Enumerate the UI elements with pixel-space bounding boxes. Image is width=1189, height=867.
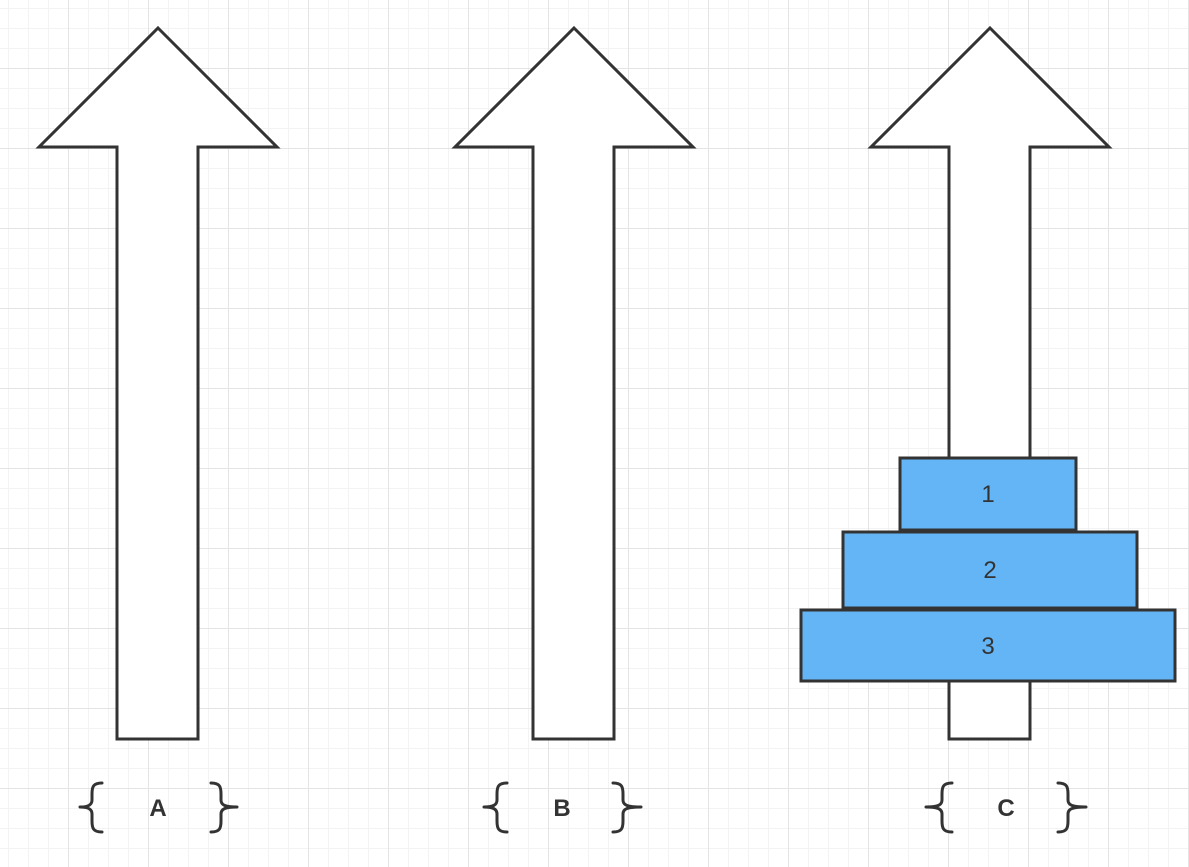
disk-1-body[interactable] (898, 456, 1078, 532)
disk-3[interactable]: 3 (799, 608, 1177, 683)
peg-a-label: A (149, 795, 166, 822)
peg-b: B (451, 25, 697, 834)
disk-2-label: 2 (983, 557, 996, 584)
disk-2-body[interactable] (841, 530, 1139, 610)
disk-3-label: 3 (981, 633, 994, 660)
peg-a-left-brace-icon (78, 781, 104, 834)
peg-c-up-arrow-icon[interactable] (867, 25, 1113, 741)
peg-b-left-brace-icon (482, 781, 509, 834)
peg-b-label: B (553, 795, 570, 822)
disk-3-body[interactable] (799, 608, 1177, 683)
disk-1-label: 1 (981, 481, 994, 508)
peg-b-up-arrow-icon[interactable] (451, 25, 697, 741)
disk-2[interactable]: 2 (841, 530, 1139, 610)
peg-b-right-brace-icon (611, 781, 643, 834)
peg-c-label: C (997, 795, 1014, 822)
peg-a-right-brace-icon (209, 781, 239, 834)
peg-c: 3 2 1 C (799, 25, 1177, 834)
peg-a-up-arrow-icon[interactable] (35, 25, 281, 741)
peg-c-left-brace-icon (924, 781, 954, 834)
peg-c-right-brace-icon (1056, 781, 1088, 834)
peg-a: A (35, 25, 281, 834)
disk-1[interactable]: 1 (898, 456, 1078, 532)
